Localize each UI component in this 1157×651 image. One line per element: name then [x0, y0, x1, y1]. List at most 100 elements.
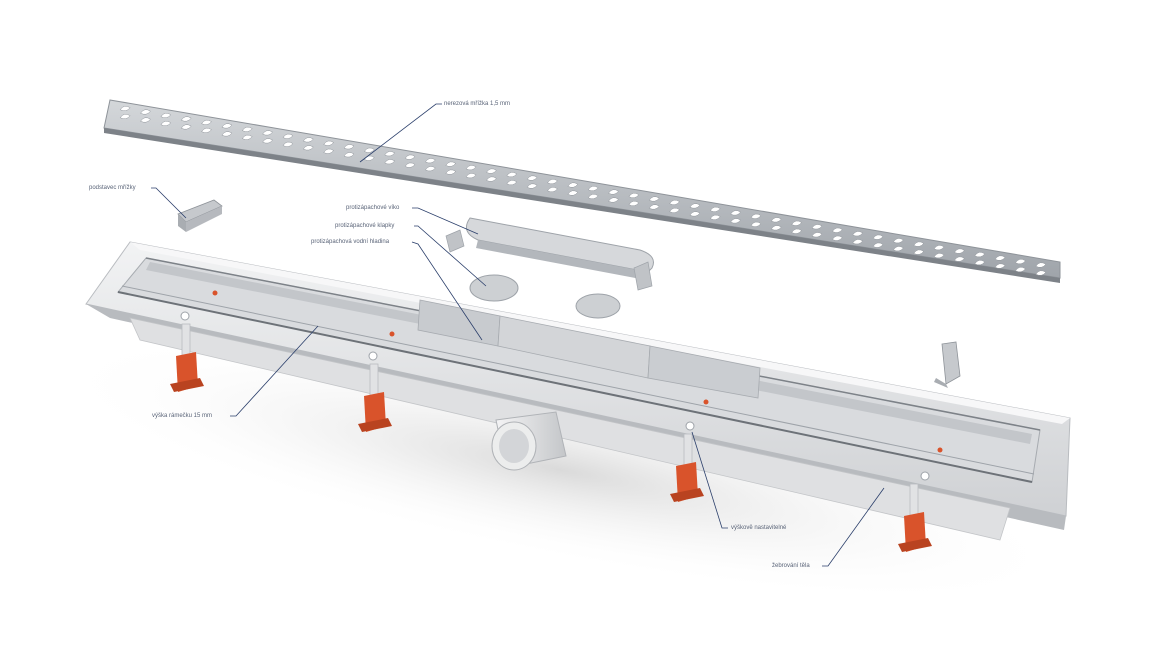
grate-slot: [608, 189, 619, 195]
grate-slot: [893, 238, 904, 244]
grate-slot: [201, 127, 212, 134]
grate-slot: [343, 152, 355, 158]
grate-slot: [648, 196, 660, 202]
foot-2: [358, 363, 392, 432]
grate-slot: [526, 183, 538, 189]
grate-slot: [770, 225, 782, 231]
grate-slot: [425, 158, 436, 164]
grate-slot: [221, 123, 233, 129]
grate-slot: [140, 109, 151, 115]
grate-slot: [323, 140, 335, 146]
leader-lines: [151, 103, 885, 567]
grate-slot: [486, 176, 497, 182]
callout-ribbed-body: žebrování těla: [772, 563, 810, 569]
grate-slot: [709, 206, 721, 212]
grate-slot: [1015, 258, 1026, 265]
grate-slot: [282, 133, 294, 139]
foot-4: [898, 483, 932, 552]
grate-slot: [872, 234, 884, 240]
grate-slots: [119, 105, 1047, 276]
leader-grate-support: [151, 187, 187, 219]
grate-slot: [384, 159, 396, 165]
grate-slot: [648, 204, 660, 210]
grate-slot: [689, 211, 701, 217]
grate-slot: [160, 112, 172, 119]
leader-grate: [359, 103, 442, 163]
grate-slot: [811, 232, 823, 238]
grate-slot: [933, 253, 945, 259]
grate-slot: [954, 256, 965, 262]
grate-slot: [302, 137, 314, 143]
grate-slot: [363, 147, 375, 153]
grate-slot: [608, 197, 619, 203]
odour-flaps: [469, 274, 621, 319]
grate-support-left: [177, 199, 223, 232]
grate-slot: [486, 168, 497, 174]
grate-slot: [343, 144, 355, 150]
grate-slot: [669, 199, 680, 206]
grate-slot: [954, 248, 965, 254]
grate-slot: [547, 186, 558, 193]
grate-slot: [241, 134, 253, 140]
callout-odour-water-seal: protizápachová vodní hladina: [311, 239, 390, 245]
grate-slot: [506, 171, 518, 178]
adjustable-feet: [170, 323, 932, 552]
callout-grate: nerezová mřížka 1,5 mm: [444, 101, 511, 107]
grate-slot: [302, 145, 314, 151]
grate-slot: [180, 116, 192, 122]
leader-ribbed-body: [822, 487, 885, 567]
foot-1: [170, 323, 204, 392]
grate-slot: [119, 105, 131, 112]
callout-rim-height: výška rámečku 15 mm: [152, 413, 213, 419]
grate-slot: [384, 151, 396, 157]
grate-slot: [140, 117, 151, 123]
leader-odour-lid: [412, 207, 479, 235]
foot-3: [670, 433, 704, 502]
grate-slot: [1035, 270, 1047, 276]
callout-odour-flaps: protizápachové klapky: [335, 223, 395, 229]
grate-slot: [709, 214, 721, 220]
grate-slot: [465, 165, 477, 171]
grate-slot: [404, 162, 416, 168]
grate-slot: [913, 249, 925, 255]
grate-slot: [933, 245, 945, 251]
callout-odour-lid: protizápachové víko: [346, 205, 400, 211]
odour-lid: [445, 217, 654, 291]
grate-slot: [1015, 266, 1026, 273]
grate-slot: [872, 242, 884, 248]
grate-slot: [893, 246, 904, 252]
leader-odour-flaps: [414, 225, 487, 287]
grate-slot: [730, 218, 741, 224]
leader-levelling: [691, 431, 728, 529]
grate-slot: [852, 239, 864, 245]
floor-shadow: [49, 337, 1071, 603]
drain-body: [85, 241, 1071, 541]
grate-slot: [750, 213, 762, 219]
grate-slot: [628, 192, 640, 199]
leader-rim-height: [230, 325, 319, 417]
grate-slot: [262, 130, 273, 136]
grate-slot: [811, 224, 823, 230]
grate-slot: [119, 113, 131, 120]
grate-slot: [750, 221, 762, 227]
grate-support-right: [934, 341, 961, 388]
grate-slot: [465, 173, 477, 179]
grate-slot: [262, 138, 273, 144]
grate-slot: [160, 120, 172, 127]
grate-slot: [323, 148, 335, 154]
stainless-grate: [103, 99, 1061, 283]
grate-slot: [791, 228, 803, 234]
leader-odour-water-seal: [411, 241, 483, 341]
grate-slot: [730, 210, 741, 216]
grate-slot: [974, 251, 986, 258]
grate-slot: [180, 124, 192, 130]
grate-slot: [770, 217, 782, 223]
grate-slot: [201, 119, 212, 126]
grate-slot: [994, 255, 1006, 261]
grate-slot: [547, 178, 558, 185]
grate-slot: [1035, 262, 1047, 268]
grate-slot: [974, 259, 986, 266]
callout-grate-support: podstavec mřížky: [89, 185, 136, 191]
grate-slot: [506, 179, 518, 186]
grate-slot: [425, 166, 436, 172]
